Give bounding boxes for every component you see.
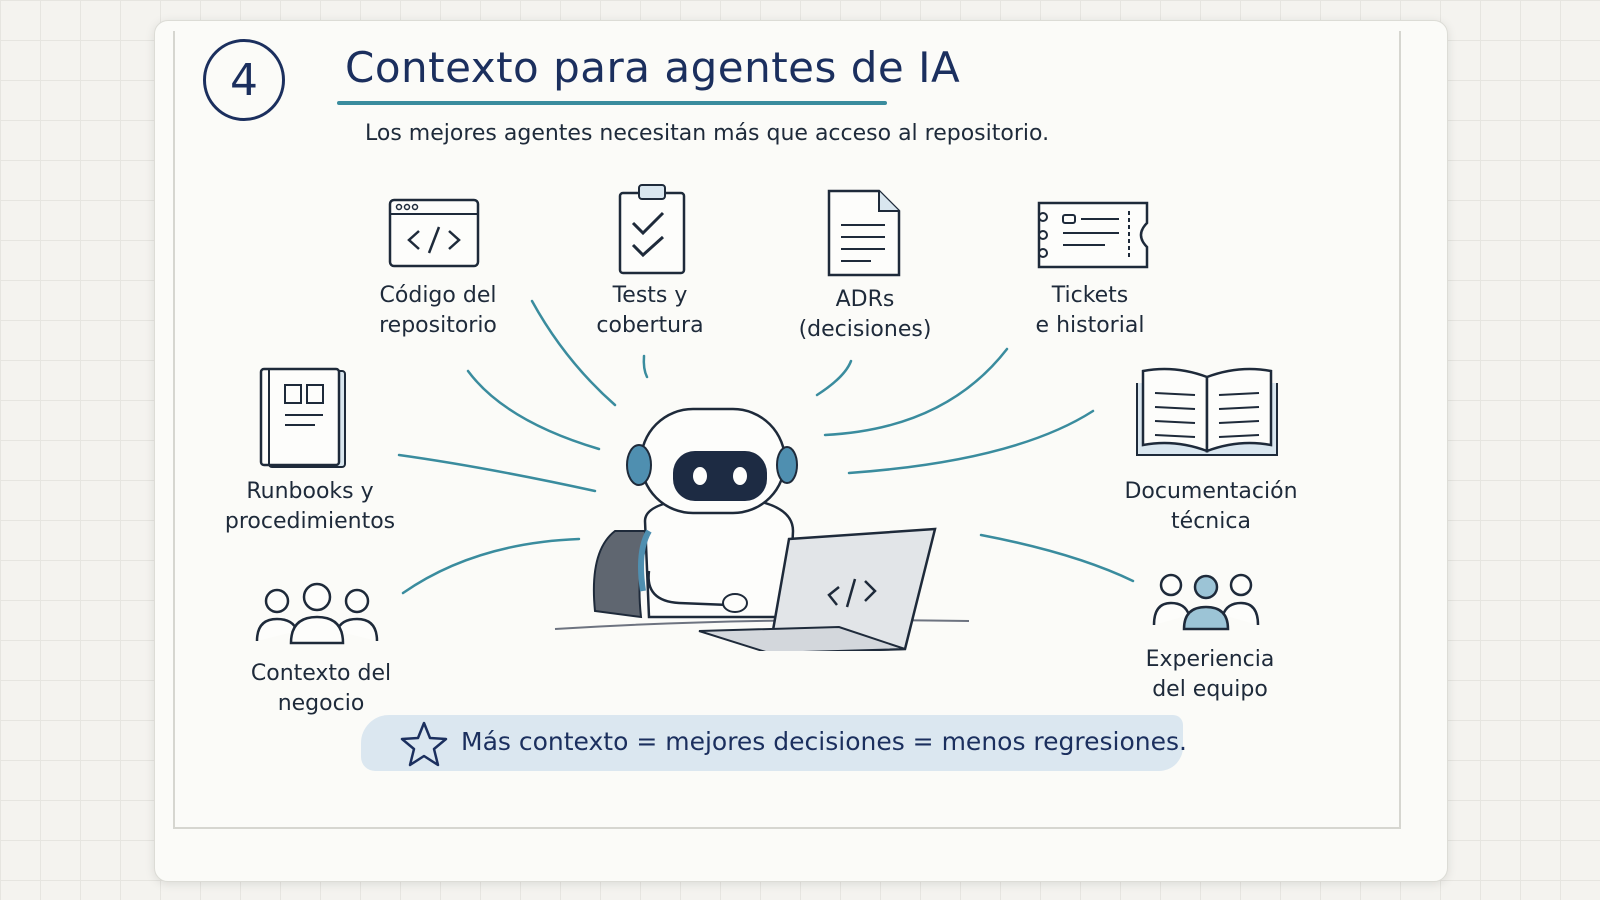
label-line: Tests y — [612, 283, 688, 308]
connector-runbooks — [397, 453, 597, 493]
label-line: repositorio — [379, 313, 497, 338]
label-negocio: Contexto del negocio — [241, 659, 401, 719]
label-line: procedimientos — [224, 509, 396, 534]
label-line: técnica — [1171, 509, 1251, 534]
connector-business — [401, 537, 581, 595]
connector-team — [979, 533, 1135, 583]
inner-frame — [173, 31, 1401, 829]
star-icon — [400, 721, 448, 767]
document-icon — [827, 189, 901, 277]
code-window-icon — [388, 198, 480, 268]
book-icon — [259, 367, 346, 468]
label-runbooks: Runbooks y procedimientos — [221, 477, 399, 537]
label-line: Código del — [379, 283, 497, 308]
label-equipo: Experiencia del equipo — [1135, 645, 1285, 705]
label-line: Experiencia — [1145, 647, 1275, 672]
summary-banner-text: Más contexto = mejores decisiones = meno… — [461, 727, 1187, 756]
label-line: del equipo — [1152, 677, 1268, 702]
step-number-badge: 4 — [203, 39, 285, 121]
label-adrs: ADRs (decisiones) — [785, 285, 945, 345]
label-line: ADRs — [835, 287, 895, 312]
connector-code-2 — [466, 369, 601, 451]
summary-banner-background — [361, 715, 1183, 771]
label-line: negocio — [277, 691, 365, 716]
connector-lines — [397, 299, 1135, 595]
connector-tickets — [823, 347, 1009, 437]
connector-adrs — [815, 359, 853, 397]
clipboard-check-icon — [618, 184, 686, 275]
label-line: cobertura — [596, 313, 704, 338]
robot-agent-illustration — [554, 407, 970, 651]
label-tests: Tests y cobertura — [575, 281, 725, 341]
label-line: Runbooks y — [246, 479, 374, 504]
label-line: e historial — [1035, 313, 1145, 338]
connector-tests — [642, 354, 649, 379]
slide-card: 4 Contexto para agentes de IA Los mejore… — [154, 20, 1448, 882]
label-tickets: Tickets e historial — [1015, 281, 1165, 341]
group-icon — [255, 582, 379, 645]
label-line: Tickets — [1051, 283, 1129, 308]
label-line: (decisiones) — [798, 317, 932, 342]
open-book-icon — [1136, 367, 1278, 456]
title-underline — [337, 101, 887, 105]
label-line: Documentación — [1124, 479, 1298, 504]
ticket-icon — [1037, 201, 1149, 269]
connector-code — [530, 299, 617, 407]
label-line: Contexto del — [250, 661, 392, 686]
label-codigo: Código del repositorio — [363, 281, 513, 341]
subtitle: Los mejores agentes necesitan más que ac… — [365, 121, 1050, 146]
team-icon — [1152, 573, 1260, 631]
connector-docs — [847, 409, 1095, 475]
page-title: Contexto para agentes de IA — [345, 43, 961, 92]
label-documentacion: Documentación técnica — [1121, 477, 1301, 537]
